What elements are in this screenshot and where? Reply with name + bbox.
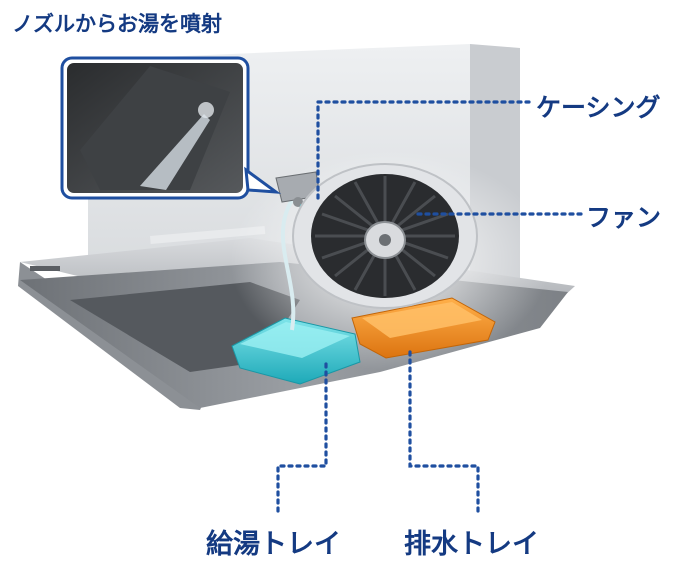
fan-label: ファン (586, 203, 662, 232)
leader-drain (408, 350, 480, 516)
inset-panel (80, 66, 230, 190)
leader-lines (276, 100, 586, 516)
supply-tray-top (240, 322, 350, 358)
leader-supply (276, 362, 328, 516)
nozzle-icon (293, 197, 303, 207)
drain-tray-top (362, 302, 482, 338)
inset-pointer (244, 166, 282, 194)
supply-tray-label: 給湯トレイ (206, 529, 341, 560)
leader-casing (316, 100, 536, 200)
supply-hose (280, 198, 296, 331)
brand-plate (30, 266, 60, 271)
drain-tray-label: 排水トレイ (404, 529, 539, 560)
casing-label: ケーシング (536, 93, 661, 122)
inset-spray (140, 114, 210, 190)
nozzle-label: ノズルからお湯を噴射 (12, 12, 222, 36)
inset-nozzle-icon (198, 102, 214, 118)
fan-hub-center (379, 234, 391, 246)
